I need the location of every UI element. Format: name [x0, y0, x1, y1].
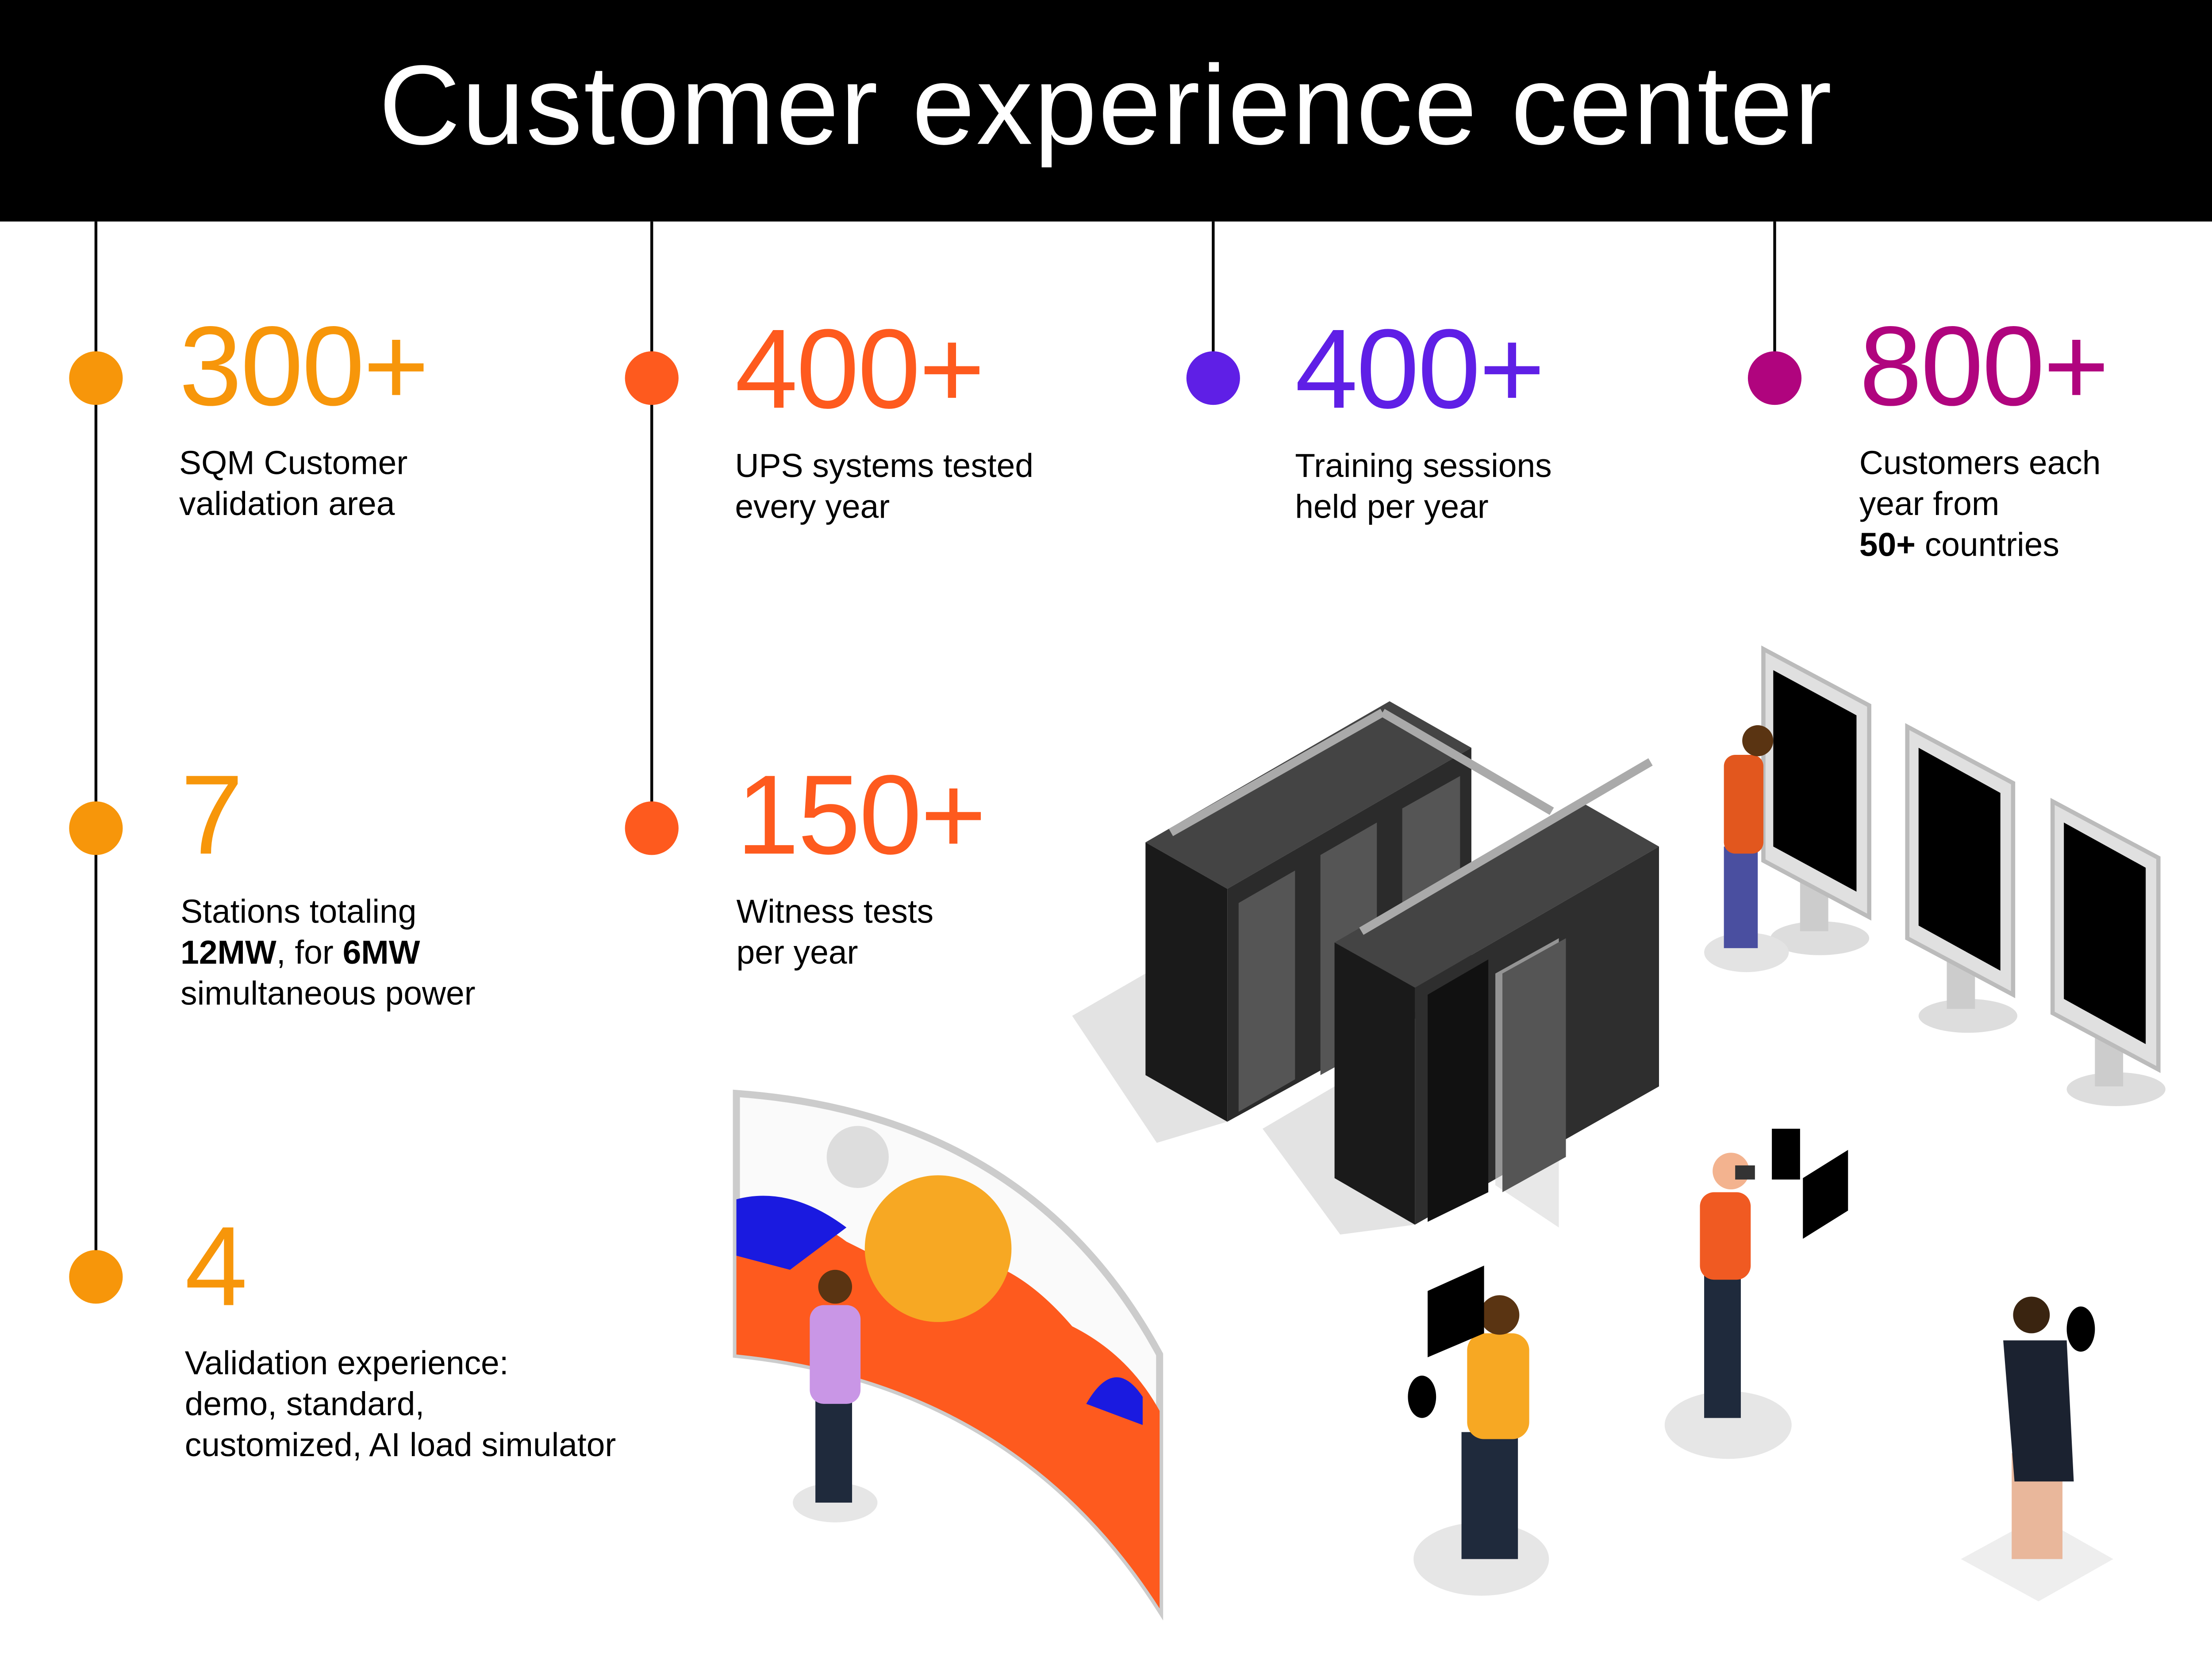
stat-value: 800+ [1859, 303, 2109, 429]
desc-text: countries [1915, 526, 2059, 563]
desc-line: Customers each [1859, 444, 2101, 481]
desc-bold: 12MW [180, 934, 276, 971]
stat-value: 150+ [736, 752, 987, 878]
stat-validation: 4 Validation experience: demo, standard,… [184, 1203, 616, 1466]
stat-value: 4 [184, 1203, 248, 1329]
stat-description: SQM Customer validation area [179, 443, 428, 525]
desc-line: validation area [179, 485, 395, 522]
desc-text: , for [276, 934, 343, 971]
stat-value: 400+ [1295, 306, 1545, 432]
timeline-dot [1747, 351, 1802, 405]
person-at-kiosk-icon [1704, 725, 1789, 973]
desc-line: UPS systems tested [735, 447, 1034, 484]
timeline-line [1773, 221, 1776, 378]
server-racks-icon [1072, 701, 1659, 1235]
timeline-line [650, 221, 653, 828]
stat-value: 7 [180, 752, 243, 878]
stat-ups-tests: 400+ UPS systems tested every year [735, 306, 1033, 528]
desc-line: Validation experience: [184, 1344, 509, 1381]
stat-description: Validation experience: demo, standard, c… [185, 1343, 616, 1466]
desc-line: Witness tests [736, 893, 934, 930]
curved-display-icon [733, 1089, 1164, 1621]
timeline-dot [69, 801, 123, 855]
stat-description: Stations totaling 12MW, for 6MW simultan… [180, 892, 475, 1014]
desc-line: SQM Customer [179, 444, 408, 481]
stat-value: 300+ [179, 303, 429, 429]
stat-value: 400+ [735, 306, 985, 432]
stat-description: Witness tests per year [737, 892, 985, 973]
stat-stations: 7 Stations totaling 12MW, for 6MW simult… [180, 752, 475, 1015]
desc-line: every year [735, 488, 890, 525]
stat-description: Customers each year from 50+ countries [1859, 443, 2108, 565]
desc-bold: 50+ [1859, 526, 1916, 563]
page-title: Customer experience center [379, 42, 1833, 167]
stat-area: 300+ SQM Customer validation area [179, 303, 429, 525]
desc-line: demo, standard, [184, 1385, 425, 1423]
businesswoman-icon [1961, 1296, 2113, 1602]
stat-training: 400+ Training sessions held per year [1295, 306, 1551, 528]
desc-line: 12MW, for 6MW [180, 933, 475, 973]
desc-line: customized, AI load simulator [184, 1426, 616, 1463]
desc-line: simultaneous power [180, 975, 476, 1012]
desc-line: held per year [1295, 488, 1489, 525]
timeline-line [94, 221, 98, 1277]
timeline-dot [69, 1250, 123, 1304]
desc-line: per year [736, 934, 858, 971]
timeline-line [1212, 221, 1215, 378]
stat-witness-tests: 150+ Witness tests per year [736, 752, 987, 974]
title-bar: Customer experience center [0, 0, 2212, 222]
vr-user-icon [1664, 1129, 1848, 1459]
desc-bold: 6MW [342, 934, 420, 971]
desc-line: 50+ countries [1859, 525, 2108, 565]
timeline-dot [625, 801, 679, 855]
desc-line: Stations totaling [180, 893, 417, 930]
timeline-dot [69, 351, 123, 405]
timeline-dot [625, 351, 679, 405]
person-with-screen-icon [1408, 1265, 1549, 1596]
stat-description: Training sessions held per year [1295, 446, 1551, 528]
timeline-dot [1186, 351, 1240, 405]
touchscreen-kiosks-icon [1761, 645, 2166, 1107]
stat-description: UPS systems tested every year [735, 446, 1033, 528]
stat-customers: 800+ Customers each year from 50+ countr… [1859, 303, 2109, 566]
desc-line: Training sessions [1295, 447, 1552, 484]
desc-line: year from [1859, 485, 2000, 522]
